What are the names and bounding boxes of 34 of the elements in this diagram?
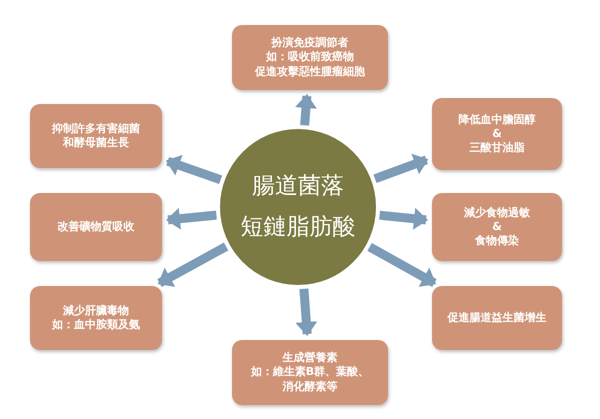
benefit-box [30,286,162,350]
box-text: 生成營養素 [282,351,338,366]
box-text: 如：血中胺類及氨 [52,318,140,332]
box-text: 三酸甘油脂 [470,141,524,156]
benefit-box [432,193,562,261]
arrow [166,208,217,230]
arrow [379,208,428,230]
arrow [367,242,437,288]
arrow [157,242,228,288]
box-text: 降低血中膽固醇 [458,112,536,127]
box-text: 如：吸收前致癌物 [266,50,354,65]
benefit-box [232,25,388,90]
benefit-box [432,286,562,350]
box-text: 減少肝臟毒物 [63,304,129,318]
box-text: 扮演免疫調節者 [272,36,348,50]
benefit-box [432,98,562,170]
box-text: 改善礦物質吸收 [58,220,134,234]
box-text: & [492,126,502,142]
box-text: 促進腸道益生菌增生 [448,310,546,326]
box-text: 減少食物過敏 [464,206,530,220]
arrow [166,154,222,184]
box-text: 如：維生素B群、葉酸、消化酵素等 [250,365,370,394]
box-text: 食物傳染 [475,234,519,248]
benefit-box [30,104,162,168]
box-text: 促進攻擊惡性腫瘤細胞 [255,64,365,79]
circle-title: 腸道菌落 [252,172,344,201]
circle-title: 短鏈脂肪酸 [240,213,356,242]
arrow [373,154,428,184]
arrow [295,94,317,126]
box-text: & [492,220,502,234]
benefit-box [30,193,162,261]
benefit-box [232,340,388,405]
box-text: 抑制許多有害細菌和酵母菌生長 [50,122,141,150]
arrow [295,288,318,336]
